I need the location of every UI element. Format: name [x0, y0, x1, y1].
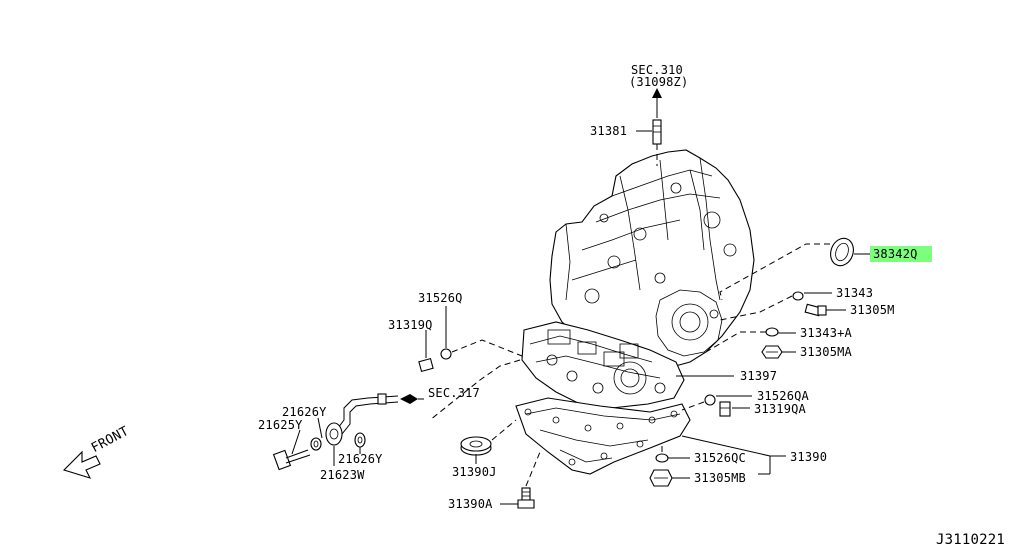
cooler-pipe-21623w — [272, 393, 424, 471]
plug-31305ma — [761, 345, 796, 359]
label-31343: 31343 — [836, 286, 874, 300]
leader-31390 — [681, 435, 786, 474]
label-31526qa: 31526QA — [757, 389, 809, 403]
bolt-31390a — [500, 451, 541, 509]
label-31305m: 31305M — [850, 303, 895, 317]
control-valve — [521, 321, 685, 409]
label-31319q: 31319Q — [388, 318, 433, 332]
diagram-code: J3110221 — [936, 532, 1006, 548]
label-31390a: 31390A — [448, 497, 493, 511]
plug-31319q — [418, 330, 434, 373]
label-31381: 31381 — [590, 124, 628, 138]
bolt-31305m — [804, 303, 846, 317]
label-31390: 31390 — [790, 450, 828, 464]
label-sec310-sub: (31098Z) — [629, 75, 689, 89]
label-31305mb: 31305MB — [694, 471, 746, 485]
label-sec310: SEC.310 — [631, 63, 683, 77]
label-31319qa: 31319QA — [754, 402, 806, 416]
label-31526q: 31526Q — [418, 291, 463, 305]
label-21625y: 21625Y — [258, 418, 303, 432]
label-31305ma: 31305MA — [800, 345, 852, 359]
grommet-31390j — [460, 419, 517, 464]
label-31390j: 31390J — [452, 465, 497, 479]
dash-leader-cooler — [429, 359, 521, 421]
label-21623w: 21623W — [320, 468, 365, 482]
label-31343a: 31343+A — [800, 326, 852, 340]
front-arrow — [62, 450, 101, 479]
label-31526qc: 31526QC — [694, 451, 746, 465]
plug-31305mb — [649, 469, 770, 487]
label-21626y-bottom: 21626Y — [338, 452, 383, 466]
label-sec317: SEC.317 — [428, 386, 480, 400]
washer-31526qc — [655, 446, 690, 463]
washer-31526qa — [681, 394, 752, 411]
seal-38342q — [719, 237, 870, 301]
stud-31381 — [636, 88, 662, 166]
label-31397: 31397 — [740, 369, 778, 383]
washer-31526q — [440, 306, 523, 360]
oring-31343a — [705, 327, 796, 353]
oring-31343 — [719, 291, 832, 321]
transmission-case — [549, 149, 755, 373]
label-21626y-top: 21626Y — [282, 405, 327, 419]
oil-pan — [515, 397, 691, 475]
plug-31319qa — [719, 401, 750, 417]
label-38342q-highlighted[interactable]: 38342Q — [870, 246, 932, 262]
